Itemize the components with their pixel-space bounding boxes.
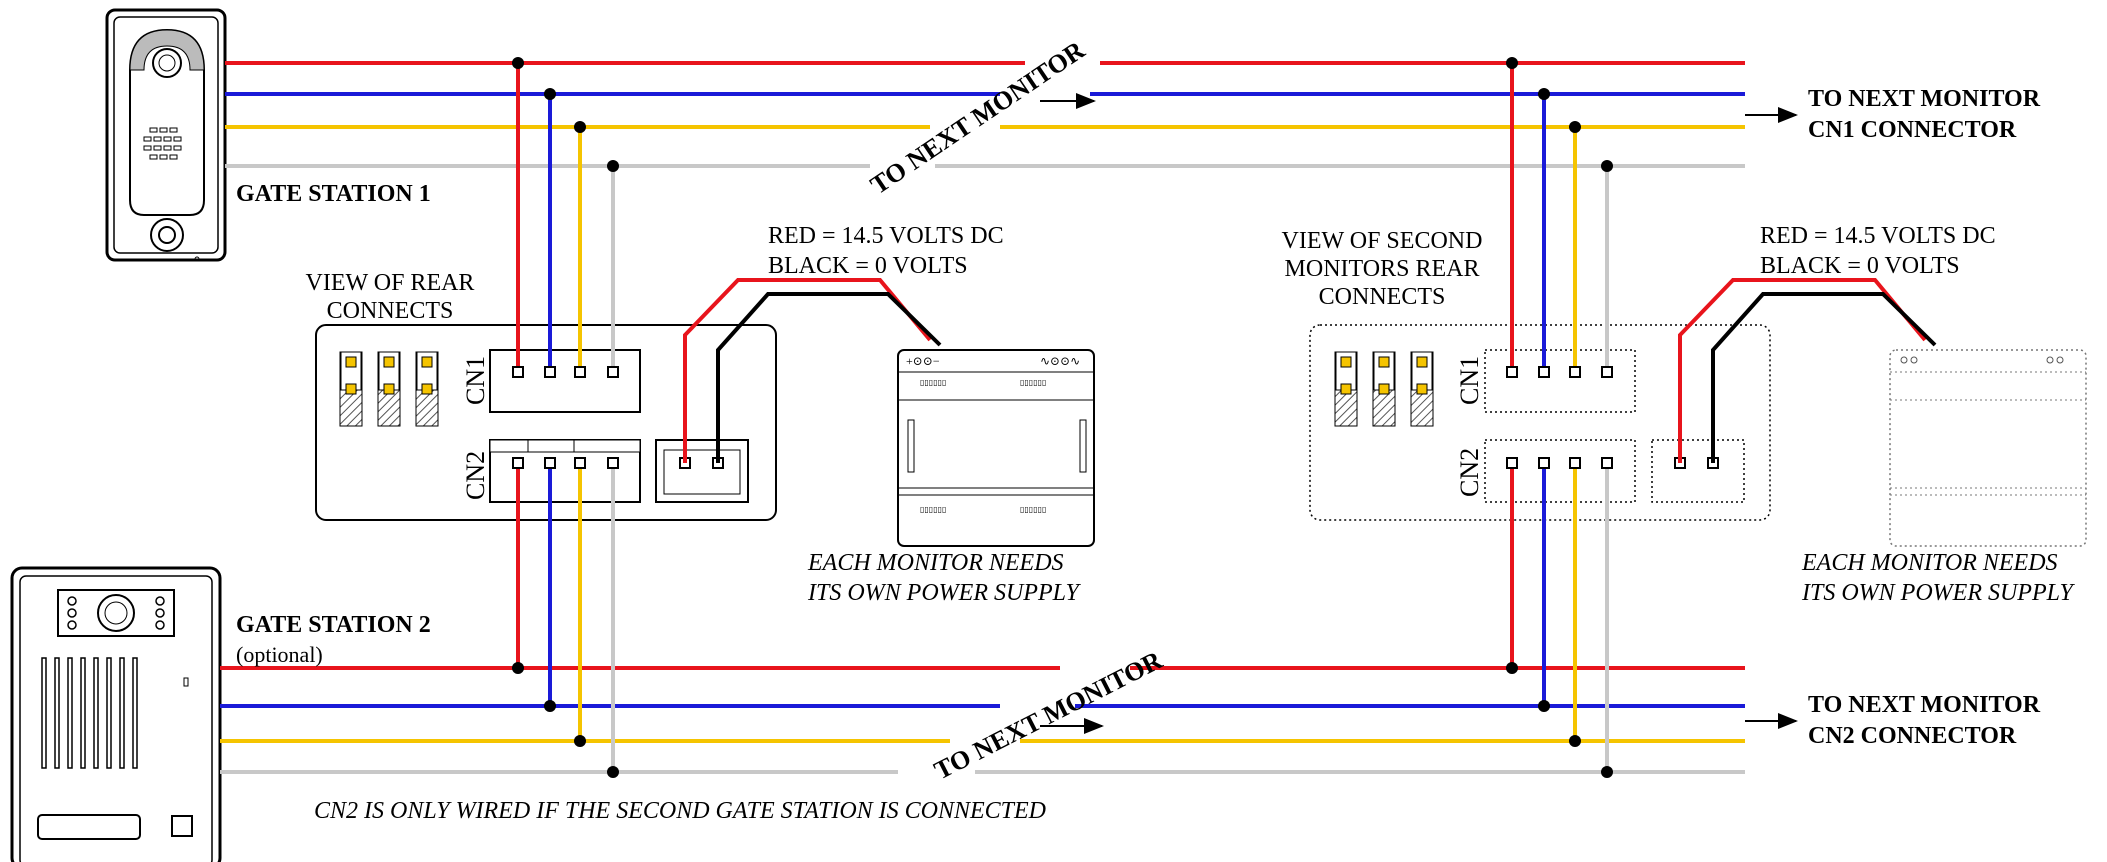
psu1-red-note: RED = 14.5 VOLTS DC [768,223,1004,249]
psu1-terminals-right: ∿⊙⊙∿ [1040,354,1080,368]
monitor-2-rear-panel [1309,324,1771,521]
cn1-left-label: CN1 [461,356,490,405]
monitor-1-drops [516,63,615,772]
to-next-monitor-cn1-line1: TO NEXT MONITOR [1808,86,2041,112]
power-supply-1: ▯▯▯▯▯▯ ▯▯▯▯▯▯ ▯▯▯▯▯▯ ▯▯▯▯▯▯ [897,349,1095,547]
power-connector-left [655,439,749,503]
arrows [1040,93,1798,734]
footnote-cn2: CN2 IS ONLY WIRED IF THE SECOND GATE STA… [314,798,1046,824]
to-next-monitor-cn1-line2: CN1 CONNECTOR [1808,117,2017,143]
needs-psu2-line2: ITS OWN POWER SUPPLY [1801,580,2075,606]
gate-station-2 [10,566,222,862]
gate-station-2-label: GATE STATION 2 [236,612,431,638]
cn2-right-label: CN2 [1455,448,1484,497]
psu1-terminals-left: +⊙⊙− [906,354,940,368]
monitor-1-rear-panel [315,324,777,521]
gate-station-1 [105,8,227,262]
needs-psu1-line2: ITS OWN POWER SUPPLY [807,580,1081,606]
view-of-second-line2: MONITORS REAR [1285,256,1480,282]
cn1-right-label: CN1 [1455,356,1484,405]
psu1-vent-bottom-right: ▯▯▯▯▯▯ [1020,505,1046,514]
psu1-vent-top: ▯▯▯▯▯▯ [920,378,946,387]
gate-station-1-label: GATE STATION 1 [236,181,431,207]
junction-dots [512,57,1613,778]
cn2-connector-right [1484,439,1636,503]
psu1-vent-top-right: ▯▯▯▯▯▯ [1020,378,1046,387]
power-wires [683,278,1937,463]
view-of-rear-line2: CONNECTS [327,298,454,324]
view-of-second-line3: CONNECTS [1319,284,1446,310]
cn1-connector-right [1484,349,1636,413]
psu2-red-note: RED = 14.5 VOLTS DC [1760,223,1996,249]
cn1-connector-left [489,349,641,413]
jumper-block-right [1334,351,1434,427]
to-next-monitor-top-diagonal: TO NEXT MONITOR [865,35,1090,200]
to-next-monitor-cn2-line2: CN2 CONNECTOR [1808,723,2017,749]
monitor-2-drops [1510,63,1609,772]
needs-psu1-line1: EACH MONITOR NEEDS [807,550,1064,576]
view-of-second-line1: VIEW OF SECOND [1282,228,1483,254]
psu2-black-note: BLACK = 0 VOLTS [1760,253,1960,279]
power-connector-right [1651,439,1745,503]
psu1-vent-bottom: ▯▯▯▯▯▯ [920,505,946,514]
needs-psu2-line1: EACH MONITOR NEEDS [1801,550,2058,576]
view-of-rear-line1: VIEW OF REAR [306,270,475,296]
jumper-block-left [339,351,439,427]
to-next-monitor-cn2-line1: TO NEXT MONITOR [1808,692,2041,718]
cn2-connector-left [489,439,641,503]
psu1-black-note: BLACK = 0 VOLTS [768,253,968,279]
cn2-left-label: CN2 [461,451,490,500]
optional-label: (optional) [236,642,323,667]
power-supply-2 [1889,349,2087,547]
